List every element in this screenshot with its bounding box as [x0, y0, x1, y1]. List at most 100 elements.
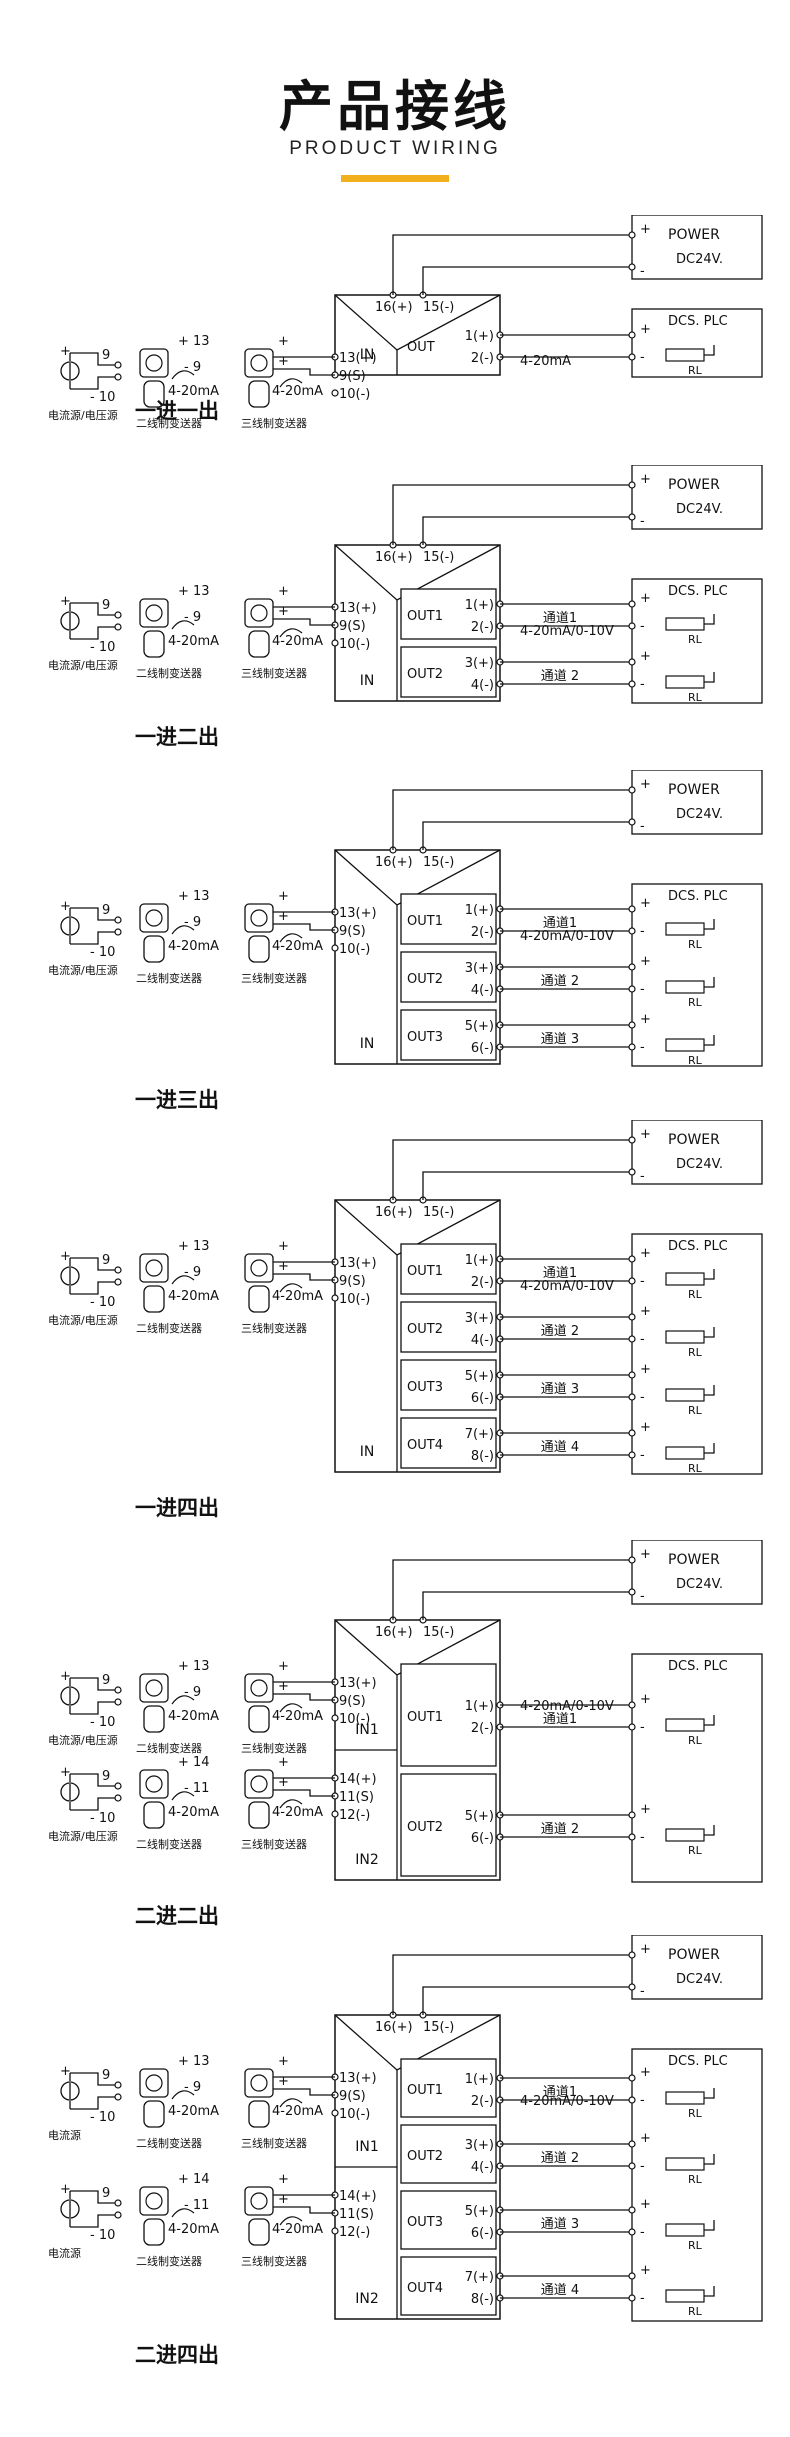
wiring-diagram: 16(+)15(-)POWERDC24V.+-13(+)9(S)10(-)IN9…: [48, 215, 763, 430]
dcs-plus: +: [640, 2131, 651, 2146]
output-terminal-neg: 4(-): [471, 2160, 494, 2175]
transmitter-label: 三线制变送器: [241, 2136, 307, 2150]
output-channel-box: [400, 1359, 497, 1411]
transmitter-dial-icon: [145, 1259, 163, 1277]
power-minus: -: [640, 1589, 645, 1604]
output-name: OUT1: [407, 1710, 443, 1725]
channel-label: 通道1: [543, 916, 577, 931]
load-resistor: RL: [665, 1715, 715, 1747]
transmitter-plus: +: [278, 1259, 289, 1274]
input-terminal: 9(S): [339, 2089, 366, 2104]
channel-label: 通道1: [543, 2085, 577, 2100]
three-wire-transmitter: 三线制变送器: [241, 348, 307, 430]
terminal-dot: [628, 1701, 636, 1709]
terminal-dot: [628, 2228, 636, 2236]
power-wire-pos: [392, 1559, 632, 1620]
output-terminal-pos: 3(+): [465, 2138, 494, 2153]
transmitter-head-icon: [139, 903, 169, 933]
dcs-plus: +: [640, 896, 651, 911]
output-name: OUT: [407, 340, 435, 355]
transmitter-label: 三线制变送器: [241, 1321, 307, 1335]
transmitter-head-icon: [139, 1253, 169, 1283]
power-minus: -: [640, 264, 645, 279]
source-wire-neg: [70, 1701, 118, 1715]
input-terminal: 12(-): [339, 2225, 370, 2240]
terminal-dot: [628, 1313, 636, 1321]
source-caption: 电流源/电压源: [48, 658, 118, 672]
output-signal-label: 4-20mA/0-10V: [520, 2094, 614, 2109]
power-plus: +: [640, 777, 651, 792]
power-wire-neg: [422, 1171, 632, 1200]
power-supply-box: [631, 1540, 763, 1605]
loop-arrow-icon: [171, 1695, 195, 1705]
terminal-dot: [114, 2093, 122, 2101]
input-terminal: 10(-): [339, 387, 370, 402]
source-terminal-b: - 10: [90, 640, 115, 655]
output-channel-box: [400, 1301, 497, 1353]
output-channel-box: [400, 893, 497, 945]
three-wire-transmitter: 三线制变送器: [241, 1253, 307, 1335]
terminal-dot: [628, 1335, 636, 1343]
channel-label: 通道 3: [541, 1382, 579, 1397]
output-terminal-pos: 1(+): [465, 903, 494, 918]
source-plus: +: [60, 2182, 71, 2197]
transmitter-signal: 4-20mA: [272, 1289, 323, 1304]
transmitter-dial-icon: [250, 1259, 268, 1277]
dc-label: DC24V.: [676, 1972, 723, 1987]
load-resistor: RL: [665, 672, 715, 704]
transmitter-terminal-pos: + 13: [178, 1239, 210, 1254]
source-wire-neg: [70, 376, 118, 390]
output-channel-box: [400, 1009, 497, 1061]
terminal-dot: [628, 622, 636, 630]
load-resistor: RL: [665, 2286, 715, 2318]
output-channel-box: [400, 951, 497, 1003]
load-resistor: RL: [665, 1385, 715, 1417]
transmitter-body-icon: [143, 935, 165, 963]
output-terminal-neg: 4(-): [471, 983, 494, 998]
dcs-plus: +: [640, 954, 651, 969]
rl-label: RL: [688, 1288, 703, 1301]
transmitter-label: 二线制变送器: [136, 1837, 202, 1851]
transmitter-plus: +: [278, 2172, 289, 2187]
resistor-icon: [665, 1388, 705, 1402]
rl-wire: [704, 345, 715, 356]
three-wire-transmitter: 三线制变送器: [241, 903, 307, 985]
loop-arrow-icon: [279, 1283, 303, 1293]
input-terminal: 10(-): [339, 2107, 370, 2122]
dcs-minus: -: [640, 1390, 645, 1405]
input-wire: [273, 368, 335, 376]
transmitter-body-icon: [248, 1705, 270, 1733]
power-label: POWER: [668, 477, 720, 493]
transmitter-plus: +: [278, 1775, 289, 1790]
power-label: POWER: [668, 1132, 720, 1148]
section-label: 二进四出: [135, 2343, 219, 2367]
transmitter-plus: +: [278, 1239, 289, 1254]
rl-wire: [704, 919, 715, 930]
transmitter-body-icon: [248, 2100, 270, 2128]
dcs-minus: -: [640, 350, 645, 365]
transmitter-plus: +: [278, 2074, 289, 2089]
transmitter-signal: 4-20mA: [168, 1805, 219, 1820]
output-terminal-neg: 2(-): [471, 351, 494, 366]
transmitter-signal: 4-20mA: [168, 1289, 219, 1304]
source-wire-pos: [70, 907, 118, 921]
source-terminal-a: 9: [102, 2186, 110, 2201]
wiring-diagram: 16(+)15(-)POWERDC24V.+-13(+)9(S)10(-)IN9…: [48, 1120, 763, 1475]
source-wire-pos: [70, 2190, 118, 2204]
input-channel-label: IN1: [355, 2139, 379, 2155]
terminal-dot: [114, 1782, 122, 1790]
transmitter-signal: 4-20mA: [168, 939, 219, 954]
output-channel-box: [400, 1773, 497, 1877]
transmitter-body-icon: [248, 1801, 270, 1829]
channel-label: 通道 2: [541, 974, 579, 989]
dc-label: DC24V.: [676, 1577, 723, 1592]
dcs-plc-box: [631, 883, 763, 1067]
title-underline: [341, 175, 449, 182]
source-terminal-b: - 10: [90, 1715, 115, 1730]
output-terminal-pos: 1(+): [465, 1253, 494, 1268]
output-terminal-pos: 5(+): [465, 1369, 494, 1384]
dc-label: DC24V.: [676, 807, 723, 822]
transmitter-body-icon: [143, 630, 165, 658]
rl-label: RL: [688, 1734, 703, 1747]
